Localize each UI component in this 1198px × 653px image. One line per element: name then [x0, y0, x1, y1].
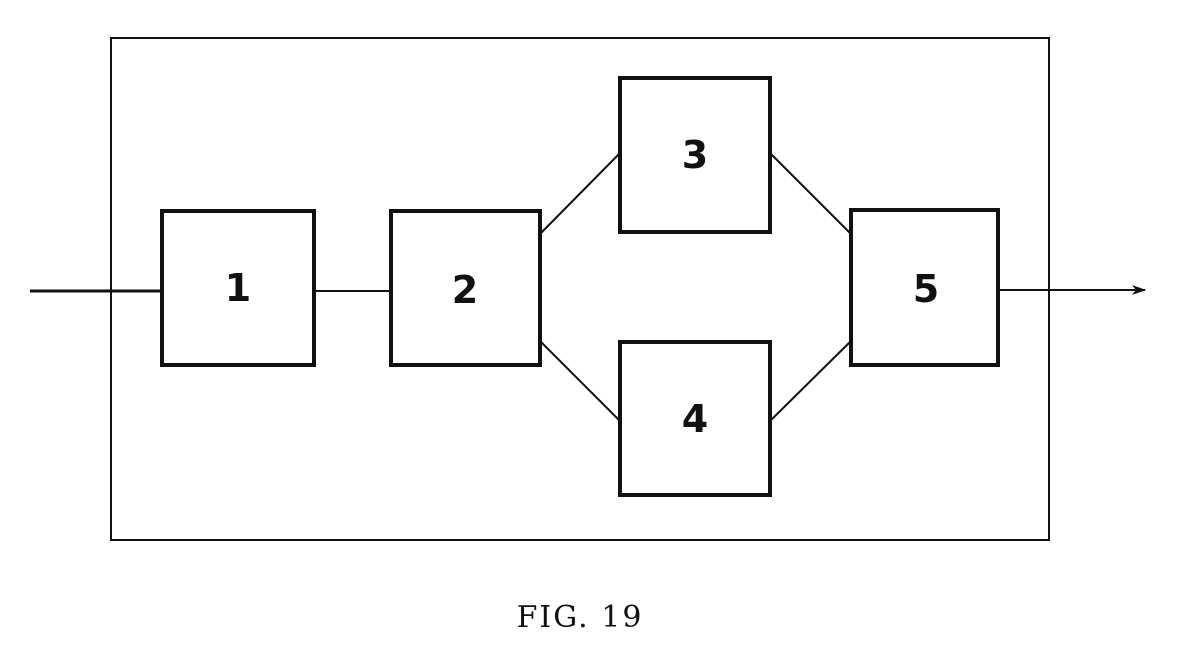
block-5: 5 [849, 208, 1000, 367]
block-2: 2 [389, 209, 542, 367]
connector-2-to-3 [539, 152, 621, 235]
block-5-label: 5 [913, 267, 939, 311]
connector-4-to-5 [769, 340, 852, 422]
block-4-label: 4 [682, 397, 708, 441]
block-3-label: 3 [682, 133, 708, 177]
connector-2-to-4 [539, 340, 621, 422]
block-2-label: 2 [452, 268, 478, 312]
block-1-label: 1 [225, 266, 251, 310]
figure-caption: FIG. 19 [516, 600, 644, 635]
block-3: 3 [618, 76, 772, 234]
connector-3-to-5 [769, 152, 852, 235]
block-4: 4 [618, 340, 772, 497]
block-1: 1 [160, 209, 316, 367]
